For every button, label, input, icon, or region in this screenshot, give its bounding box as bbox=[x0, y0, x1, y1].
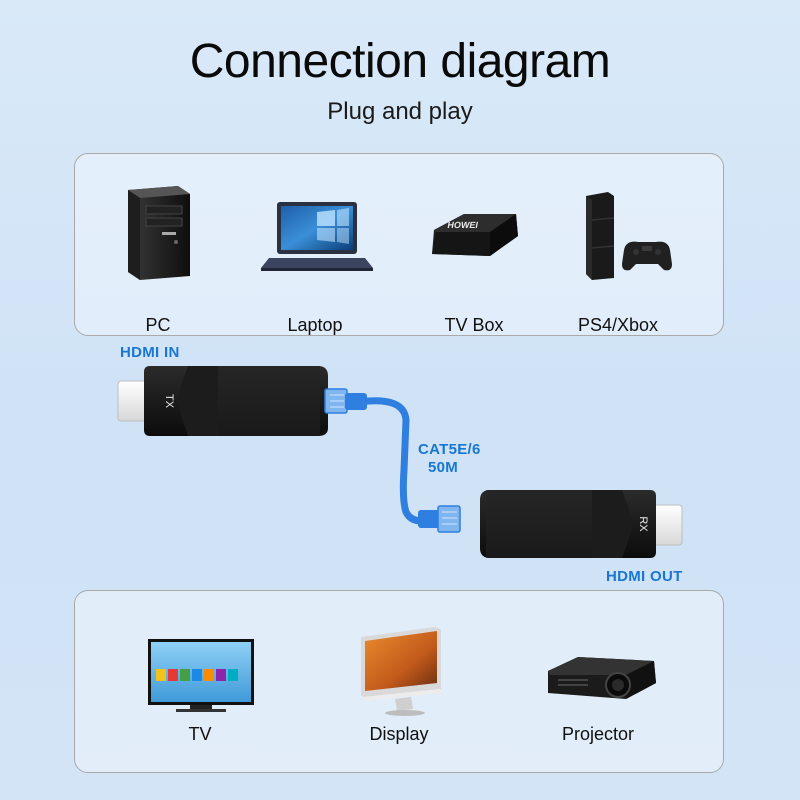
device-label: Projector bbox=[561, 724, 635, 744]
tx-transmitter-unit: TX bbox=[117, 366, 328, 436]
device-label: Display bbox=[369, 724, 429, 744]
source-devices-panel: PC Laptop bbox=[74, 153, 724, 336]
laptop-icon bbox=[235, 184, 395, 284]
hdmi-in-label: HDMI IN bbox=[120, 344, 180, 361]
hdmi-out-label: HDMI OUT bbox=[606, 568, 683, 585]
device-label: Laptop bbox=[287, 315, 343, 335]
cable-distance-label: 50M bbox=[428, 459, 459, 476]
rx-text: RX bbox=[637, 516, 649, 532]
device-label: TV Box bbox=[444, 315, 504, 335]
tv-icon bbox=[120, 621, 280, 721]
monitor-icon bbox=[319, 621, 479, 721]
page-subtitle: Plug and play bbox=[327, 98, 473, 125]
cable-type-label: CAT5E/6 bbox=[418, 441, 481, 458]
rx-receiver-unit: RX bbox=[480, 490, 683, 558]
device-label: PC bbox=[145, 315, 171, 335]
rj45-connector-rx bbox=[418, 505, 461, 533]
tv-box-brand: HOWEI bbox=[447, 220, 479, 230]
rj45-connector-tx bbox=[324, 388, 367, 414]
device-label: PS4/Xbox bbox=[577, 315, 659, 335]
projector-icon bbox=[518, 621, 678, 721]
pc-tower-icon bbox=[78, 184, 238, 284]
ethernet-cable bbox=[356, 397, 434, 525]
tx-text: TX bbox=[163, 394, 175, 409]
page-title: Connection diagram bbox=[189, 35, 611, 88]
tv-box-icon: HOWEI bbox=[394, 184, 554, 284]
display-devices-panel: TV Display bbox=[74, 590, 724, 773]
device-label: TV bbox=[188, 724, 212, 744]
game-console-icon bbox=[538, 184, 698, 284]
